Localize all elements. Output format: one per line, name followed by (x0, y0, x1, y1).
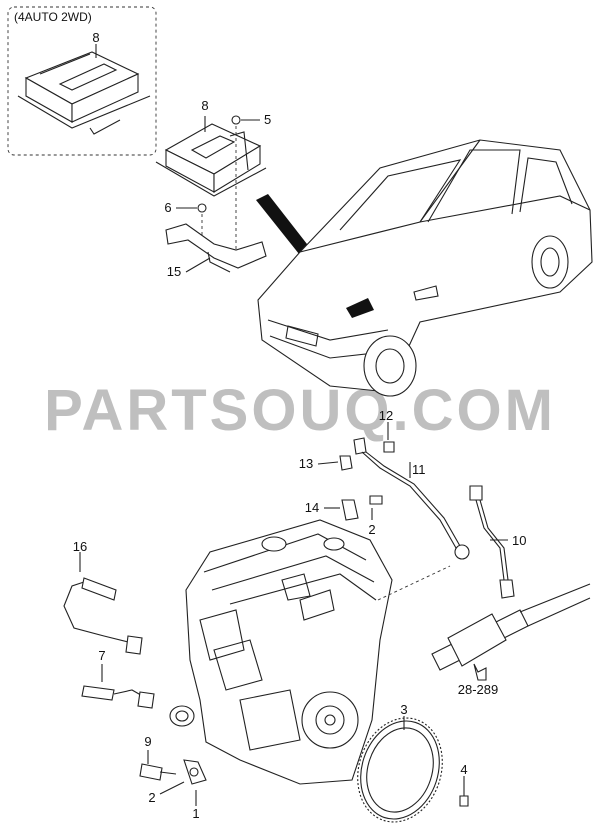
ecu-module-icon (155, 123, 267, 197)
callout-16: 16 (73, 539, 87, 554)
engine-icon (169, 519, 393, 785)
ecu-assembly: 8 5 6 15 (155, 98, 271, 279)
callout-5: 5 (264, 112, 271, 127)
callout-2-bottom: 2 (148, 790, 155, 805)
bolt-icon (383, 441, 395, 453)
sensor-icon (469, 485, 515, 599)
option-box-title: (4AUTO 2WD) (14, 10, 92, 24)
bolt-icon (369, 495, 383, 505)
sensor-icon (183, 759, 207, 785)
bracket-icon (165, 223, 267, 273)
callout-15: 15 (167, 264, 181, 279)
watermark-text: PARTSOUQ.COM (44, 378, 556, 443)
callout-4: 4 (460, 762, 467, 777)
vehicle-icon (257, 139, 593, 397)
pointer-hand-icon (473, 663, 487, 681)
option-box: (4AUTO 2WD) 8 (7, 6, 157, 156)
callout-14: 14 (305, 500, 319, 515)
nut-icon (197, 203, 207, 213)
callout-12: 12 (379, 408, 393, 423)
ecu-module-icon (17, 51, 151, 135)
option-box-border (7, 6, 157, 156)
callout-8: 8 (201, 98, 208, 113)
sensor-icon: 16 (63, 539, 143, 655)
clip-icon (339, 455, 353, 471)
callout-2-top: 2 (368, 522, 375, 537)
catalytic-converter-icon (377, 565, 591, 671)
sensor-icon: 7 (81, 648, 155, 709)
callout-8-box: 8 (92, 30, 99, 45)
nut-icon (231, 115, 241, 125)
callout-7: 7 (98, 648, 105, 663)
sensor-icon (139, 750, 177, 781)
callout-3: 3 (400, 702, 407, 717)
flywheel-ring-gear-icon (357, 717, 443, 823)
sensor-icon (353, 437, 470, 560)
ref-28-289: 28-289 (458, 682, 498, 697)
callout-6: 6 (164, 200, 171, 215)
callout-10: 10 (512, 533, 526, 548)
callout-11: 11 (412, 462, 426, 477)
callout-13: 13 (299, 456, 313, 471)
sensor-group-upper: 12 13 11 14 2 10 (299, 408, 526, 599)
callout-9: 9 (144, 734, 151, 749)
bolt-icon (459, 776, 469, 807)
callout-1: 1 (192, 806, 199, 821)
sensor-icon (341, 499, 359, 521)
